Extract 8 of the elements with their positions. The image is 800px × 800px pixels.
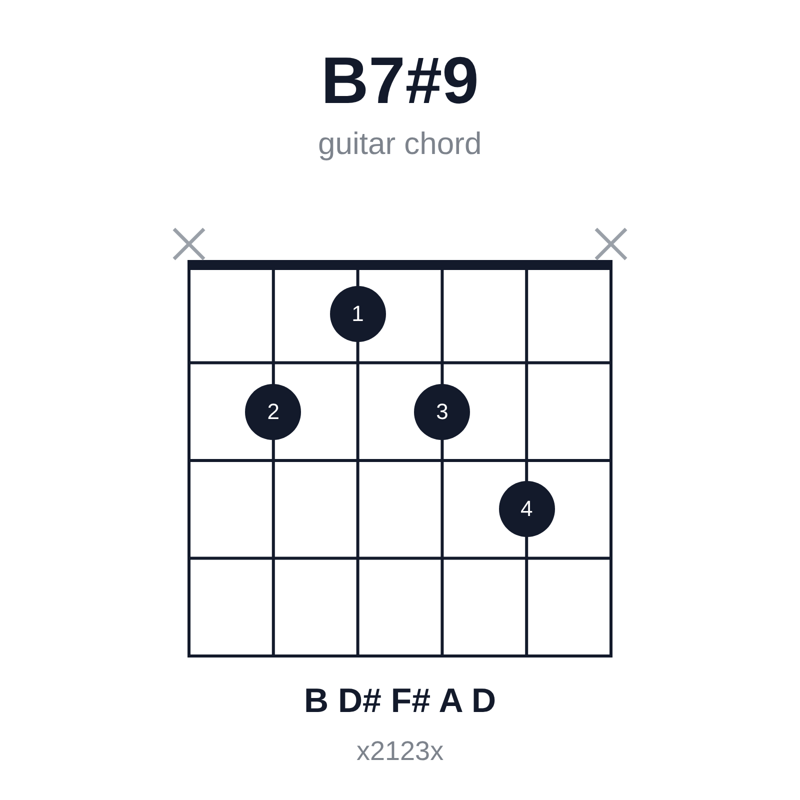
finger-dot: 4 xyxy=(498,481,555,538)
chord-notes: B D# F# A D xyxy=(304,682,496,721)
chord-title: B7#9 xyxy=(321,42,479,118)
finger-dot: 1 xyxy=(330,286,386,342)
subtitle: guitar chord xyxy=(318,126,482,162)
finger-dot: 3 xyxy=(414,384,470,440)
fingering-code: x2123x xyxy=(356,736,444,767)
finger-dot: 2 xyxy=(245,384,302,440)
